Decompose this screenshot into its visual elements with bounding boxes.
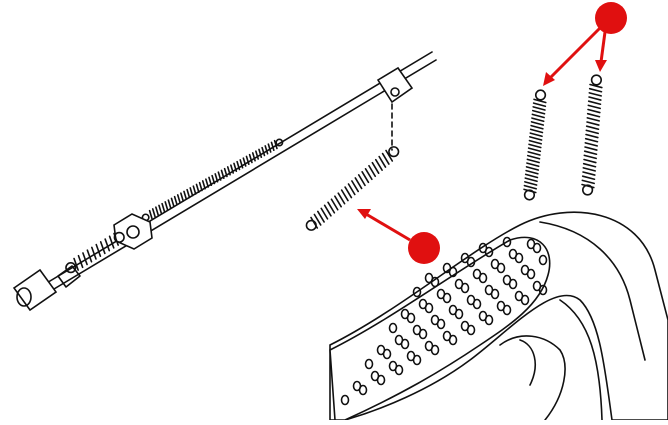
heat-shield-hole xyxy=(466,294,476,306)
spring-hook xyxy=(523,189,536,201)
heat-shield-hole xyxy=(496,300,506,312)
spring-hook xyxy=(534,89,547,101)
red-marker-middle xyxy=(357,209,440,264)
spring-hook xyxy=(65,262,77,274)
heat-shield-hole xyxy=(538,254,548,266)
spring-hook xyxy=(275,138,284,147)
return-spring-installed xyxy=(305,146,400,231)
coil xyxy=(581,83,603,189)
heat-shield-hole xyxy=(514,290,524,302)
heat-shield-hole xyxy=(376,344,386,356)
cable-clamp xyxy=(376,66,414,151)
replacement-spring-left xyxy=(523,89,547,201)
heat-shield-hole xyxy=(370,370,380,382)
coil xyxy=(310,149,394,229)
heat-shield-hole xyxy=(430,314,440,326)
heat-shield-hole xyxy=(472,268,482,280)
heat-shield-hole xyxy=(508,248,518,260)
coil xyxy=(523,98,547,194)
heat-shield-hole xyxy=(460,320,470,332)
spring-hook xyxy=(590,74,602,86)
heat-shield-hole xyxy=(478,242,488,254)
heat-shield-hole xyxy=(394,334,404,346)
heat-shield-hole xyxy=(436,288,446,300)
heat-shield-hole xyxy=(478,310,488,322)
coil xyxy=(148,139,278,220)
heat-shield-hole xyxy=(418,298,428,310)
replacement-spring-right xyxy=(581,74,603,196)
heat-shield-hole xyxy=(460,252,470,264)
heat-shield-hole xyxy=(442,262,452,274)
heat-shield-hole xyxy=(520,264,530,276)
heat-shield-hole xyxy=(388,360,398,372)
heat-shield-hole xyxy=(484,284,494,296)
threaded-section xyxy=(141,138,284,222)
heat-shield-holes xyxy=(340,236,548,406)
heat-shield-hole xyxy=(388,322,398,334)
heat-shield-hole xyxy=(490,258,500,270)
heat-shield-hole xyxy=(352,380,362,392)
cable-rod xyxy=(39,51,437,296)
heat-shield-hole xyxy=(502,274,512,286)
adjuster-nut xyxy=(113,213,153,250)
heat-shield-hole xyxy=(448,304,458,316)
end-cap xyxy=(12,265,81,312)
spring-hook xyxy=(582,184,594,196)
spring-hook xyxy=(388,146,400,158)
rod-spring xyxy=(65,231,125,274)
heat-shield-hole xyxy=(424,272,434,284)
coil xyxy=(73,232,119,271)
red-marker-top xyxy=(543,2,627,86)
heat-shield-hole xyxy=(442,330,452,342)
heat-shield-hole xyxy=(364,358,374,370)
heat-shield-hole xyxy=(340,394,350,406)
heat-shield-hole xyxy=(412,286,422,298)
heat-shield-hole xyxy=(400,308,410,320)
heat-shield-hole xyxy=(526,238,536,250)
spring-hook xyxy=(305,219,317,231)
heat-shield-hole xyxy=(424,340,434,352)
spring-hook xyxy=(113,231,125,243)
heat-shield-hole xyxy=(502,236,512,248)
heat-shield-hole xyxy=(406,350,416,362)
heat-shield-hole xyxy=(532,280,542,292)
heat-shield-hole xyxy=(454,278,464,290)
exhaust-pipe xyxy=(329,211,668,421)
heat-shield-hole xyxy=(412,324,422,336)
